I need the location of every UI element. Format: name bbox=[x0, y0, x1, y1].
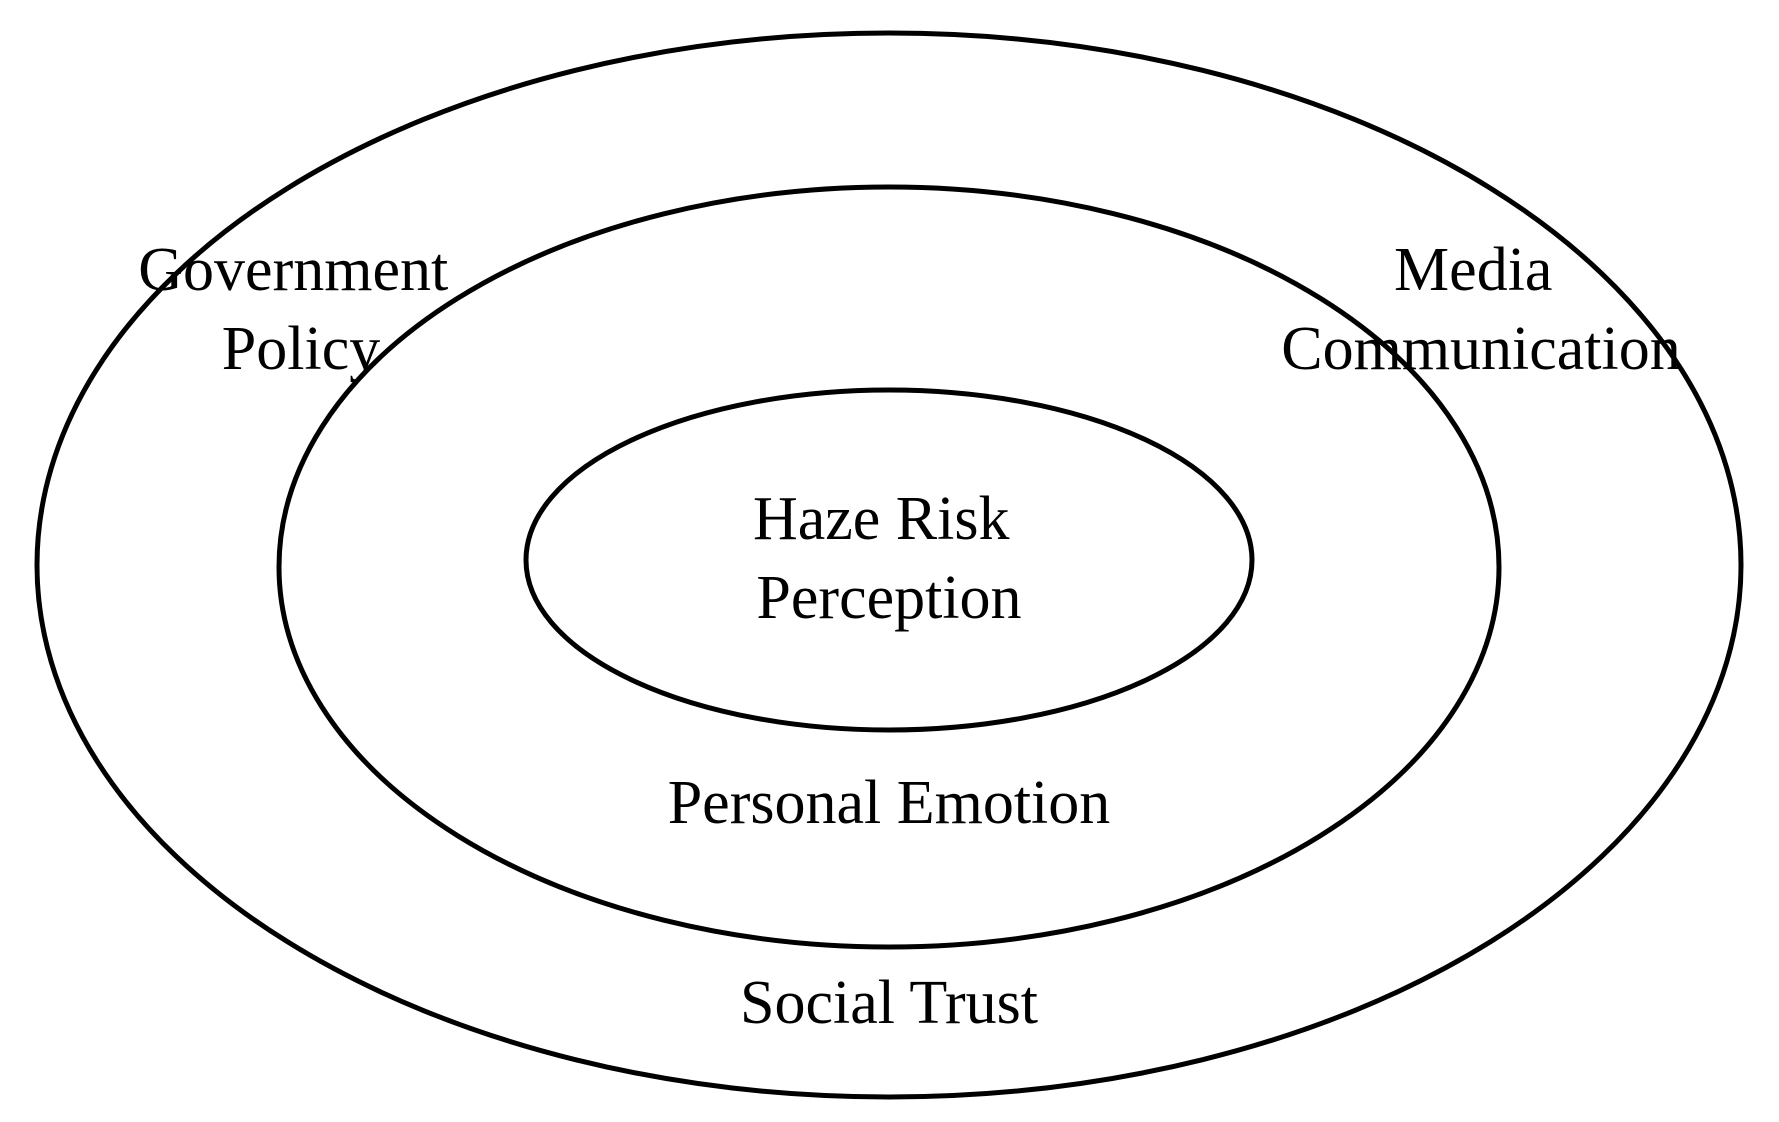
media-communication-label: Media Communication bbox=[1281, 236, 1681, 383]
haze-risk-perception-label: Haze Risk Perception bbox=[753, 485, 1025, 632]
inner-ellipse bbox=[523, 387, 1255, 733]
social-trust-label: Social Trust bbox=[740, 969, 1038, 1037]
middle-ellipse bbox=[276, 184, 1502, 950]
government-policy-label: Government Policy bbox=[138, 236, 463, 383]
media-communication-line-1: Media bbox=[1394, 236, 1552, 304]
haze-risk-perception-line-1: Haze Risk bbox=[753, 485, 1010, 553]
outer-ellipse bbox=[34, 30, 1744, 1100]
government-policy-line-2: Policy bbox=[222, 315, 380, 383]
haze-risk-perception-line-2: Perception bbox=[756, 564, 1021, 632]
personal-emotion-label: Personal Emotion bbox=[668, 769, 1111, 837]
government-policy-line-1: Government bbox=[138, 236, 448, 304]
media-communication-line-2: Communication bbox=[1281, 315, 1681, 383]
